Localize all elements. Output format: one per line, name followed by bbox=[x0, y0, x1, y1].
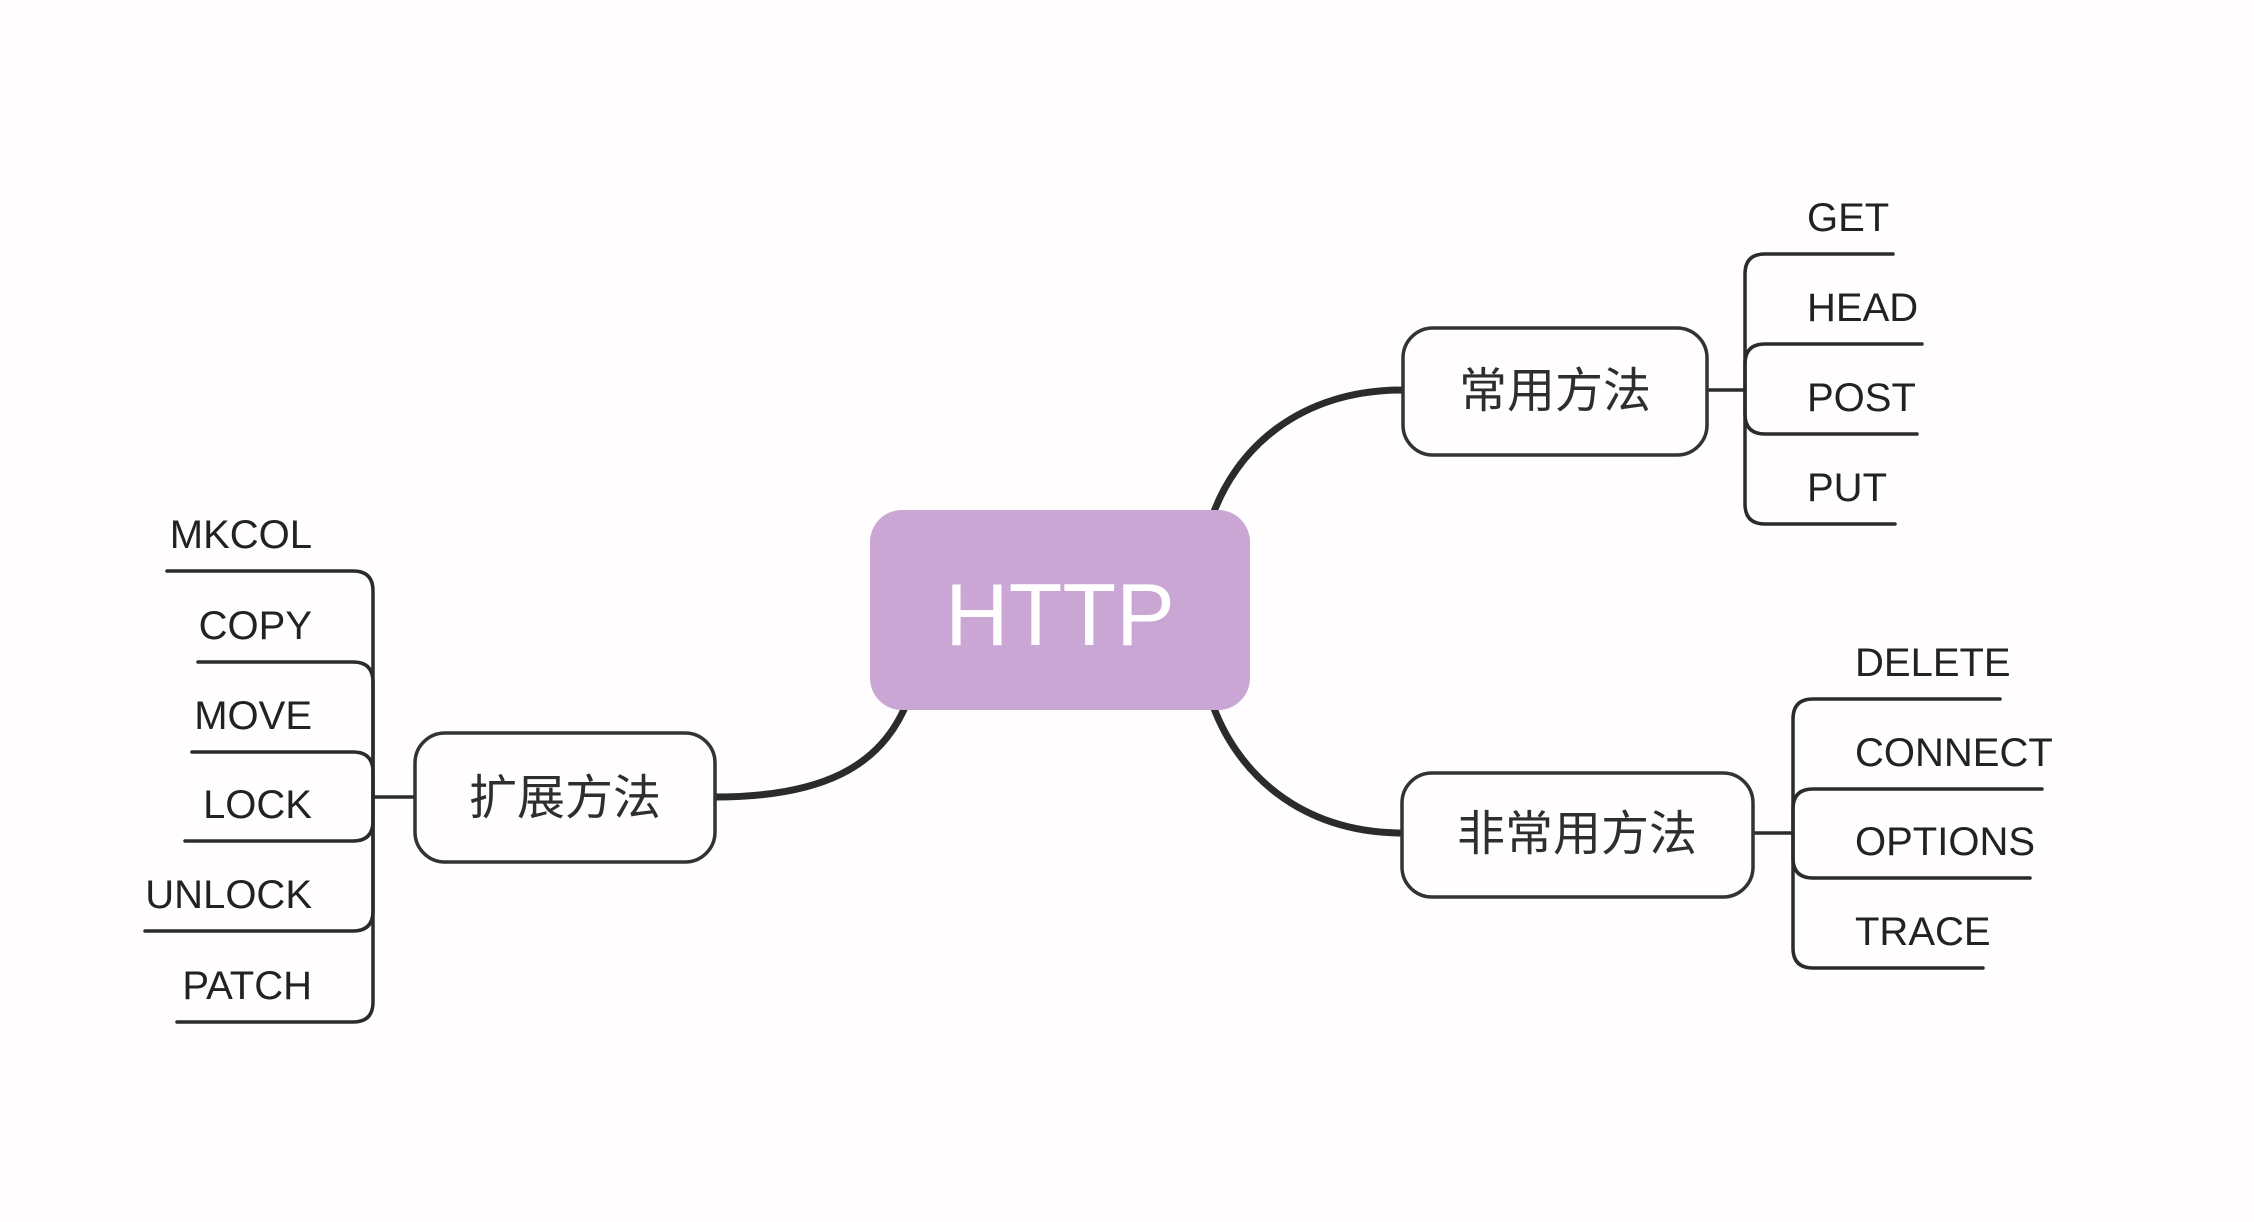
topic-root-http[interactable]: HTTP bbox=[870, 510, 1250, 710]
topic-move[interactable]: MOVE bbox=[190, 694, 375, 799]
put-label: PUT bbox=[1807, 466, 1887, 510]
topic-copy[interactable]: COPY bbox=[196, 604, 375, 799]
move-label: MOVE bbox=[194, 694, 312, 738]
topic-mkcol[interactable]: MKCOL bbox=[165, 513, 375, 799]
topic-put[interactable]: PUT bbox=[1743, 388, 1897, 526]
connector-root-to-uncommon-methods bbox=[1207, 696, 1406, 837]
common-methods-box bbox=[1401, 326, 1709, 457]
topic-unlock[interactable]: UNLOCK bbox=[143, 795, 375, 933]
root-topic-box bbox=[870, 510, 1250, 710]
root-topic-label: HTTP bbox=[945, 565, 1175, 664]
delete-label: DELETE bbox=[1855, 641, 2011, 685]
extension-methods-box bbox=[413, 731, 717, 864]
connect-label: CONNECT bbox=[1855, 731, 2053, 775]
connect-underline bbox=[1791, 787, 2044, 835]
topic-patch[interactable]: PATCH bbox=[175, 795, 375, 1024]
topic-get[interactable]: GET bbox=[1743, 196, 1895, 392]
topic-lock[interactable]: LOCK bbox=[183, 783, 375, 843]
move-underline bbox=[190, 750, 375, 799]
get-underline bbox=[1743, 252, 1895, 392]
put-underline bbox=[1743, 388, 1897, 526]
common-methods-label: 常用方法 bbox=[1459, 365, 1651, 418]
uncommon-methods-label: 非常用方法 bbox=[1457, 808, 1697, 861]
topic-common-methods[interactable]: 常用方法 bbox=[1401, 326, 1709, 457]
trace-label: TRACE bbox=[1855, 910, 1991, 954]
topic-head[interactable]: HEAD bbox=[1743, 286, 1924, 392]
delete-underline bbox=[1791, 697, 2002, 835]
mkcol-label: MKCOL bbox=[170, 513, 312, 557]
copy-label: COPY bbox=[199, 604, 312, 648]
copy-underline bbox=[196, 660, 375, 799]
connector-root-to-extension-methods bbox=[711, 696, 912, 801]
topic-options[interactable]: OPTIONS bbox=[1791, 820, 2035, 880]
options-label: OPTIONS bbox=[1855, 820, 2035, 864]
trace-underline bbox=[1791, 831, 1985, 970]
unlock-label: UNLOCK bbox=[145, 873, 312, 917]
post-label: POST bbox=[1807, 376, 1916, 420]
topic-post[interactable]: POST bbox=[1743, 376, 1919, 436]
topic-delete[interactable]: DELETE bbox=[1791, 641, 2011, 835]
extension-methods-label: 扩展方法 bbox=[469, 772, 661, 825]
patch-underline bbox=[175, 795, 375, 1024]
topic-connect[interactable]: CONNECT bbox=[1791, 731, 2053, 835]
uncommon-methods-box bbox=[1400, 771, 1755, 899]
head-underline bbox=[1743, 342, 1924, 392]
lock-label: LOCK bbox=[203, 783, 312, 827]
connector-root-to-common-methods bbox=[1207, 386, 1407, 524]
patch-label: PATCH bbox=[182, 964, 312, 1008]
topic-extension-methods[interactable]: 扩展方法 bbox=[413, 731, 717, 864]
topic-uncommon-methods[interactable]: 非常用方法 bbox=[1400, 771, 1755, 899]
head-label: HEAD bbox=[1807, 286, 1918, 330]
topic-trace[interactable]: TRACE bbox=[1791, 831, 1991, 970]
get-label: GET bbox=[1807, 196, 1889, 240]
mkcol-underline bbox=[165, 569, 375, 799]
